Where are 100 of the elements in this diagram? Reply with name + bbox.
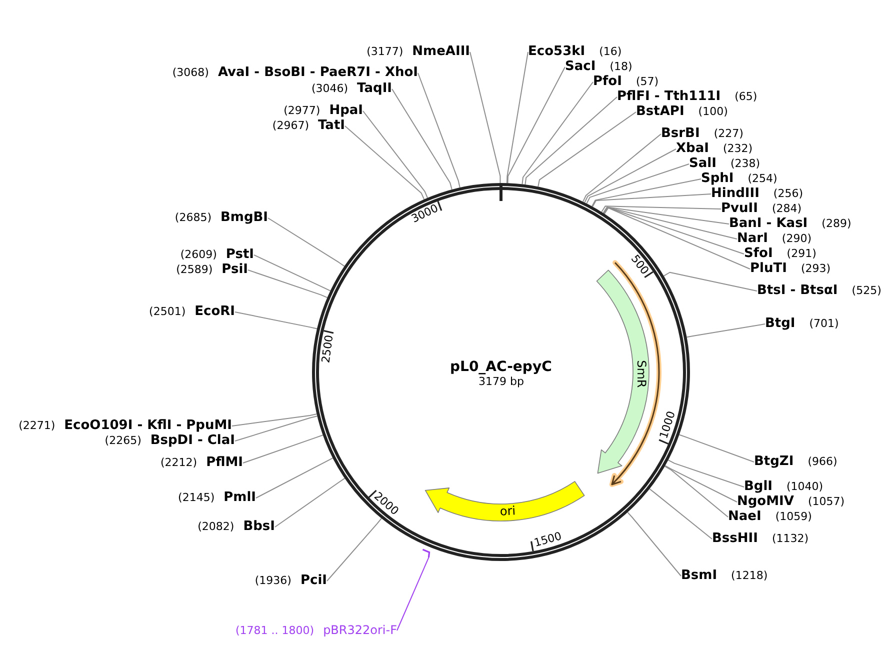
leader-line — [234, 312, 318, 330]
leader-line — [248, 270, 328, 298]
leader-line — [507, 66, 566, 184]
plasmid-length: 3179 bp — [478, 376, 524, 388]
cut-site-position: (232) — [722, 142, 753, 156]
leader-line — [603, 207, 744, 254]
cut-site-position: (2082) — [198, 520, 234, 534]
leader-line — [686, 324, 766, 338]
cut-site-position: (238) — [730, 157, 760, 171]
leader-line — [604, 207, 750, 270]
cut-site-position: (525) — [852, 284, 882, 298]
enzyme-name: BsmI — [681, 569, 718, 583]
scale-label: 3000 — [410, 202, 440, 226]
leader-line — [663, 272, 758, 292]
scale-label: 1500 — [533, 530, 564, 550]
cut-site-position: (291) — [786, 247, 816, 261]
leader-line — [602, 206, 730, 224]
enzyme-name: TaqII — [357, 82, 392, 96]
enzyme-name: BtgZI — [754, 455, 794, 469]
cut-site-position: (3177) — [366, 45, 404, 59]
enzyme-name: NarI — [737, 232, 768, 246]
enzyme-name: Eco53kI — [528, 45, 586, 59]
cut-site-position: (1059) — [775, 510, 812, 524]
enzyme-name: TatI — [318, 119, 345, 133]
leader-line — [582, 134, 662, 202]
cut-site-position: (65) — [734, 90, 758, 104]
enzyme-name: XbaI — [676, 142, 709, 156]
enzyme-name: BbsI — [243, 520, 275, 534]
enzyme-name: BglI — [744, 480, 773, 494]
enzyme-name: SfoI — [744, 247, 773, 261]
leader-line — [470, 52, 501, 184]
enzyme-name: BspDI - ClaI — [150, 434, 235, 448]
enzyme-name: PluTI — [750, 262, 787, 276]
leader-line — [242, 434, 324, 464]
cut-site-position: (16) — [599, 45, 622, 59]
cut-site-position: (3068) — [172, 66, 209, 80]
plasmid-name: pL0_AC-epyC — [450, 359, 552, 376]
enzyme-name: NgoMIV — [737, 495, 794, 509]
enzyme-name: BanI - KasI — [729, 217, 808, 231]
enzyme-name: SacI — [565, 60, 596, 74]
cut-site-position: (3046) — [311, 82, 348, 96]
cut-site-position: (289) — [822, 217, 852, 231]
enzyme-name: PvuII — [721, 202, 758, 216]
leader-line — [538, 112, 636, 188]
cut-site-position: (2271) — [18, 419, 56, 433]
cut-site-position: (1057) — [808, 495, 845, 509]
cut-site-position: (701) — [809, 317, 839, 331]
cut-site-position: (1218) — [731, 569, 768, 583]
enzyme-name: EcoO109I - KflI - PpuMI — [64, 419, 232, 433]
leader-line — [506, 52, 528, 184]
primer-position: (1781 .. 1800) — [236, 624, 314, 638]
enzyme-name: NaeI — [728, 510, 762, 524]
cut-site-position: (2501) — [149, 305, 186, 319]
cut-site-position: (284) — [772, 202, 802, 216]
leader-line — [254, 254, 331, 292]
enzyme-name: PsiI — [222, 263, 248, 277]
leader-line — [522, 82, 594, 185]
feature-label: SmR — [634, 360, 648, 388]
cut-site-position: (1132) — [772, 532, 809, 546]
enzyme-name: EcoRI — [194, 305, 235, 319]
cut-site-position: (1040) — [786, 480, 824, 494]
cut-site-position: (254) — [748, 172, 778, 186]
leader-line — [234, 416, 318, 442]
cut-site-position: (966) — [808, 455, 838, 469]
cut-site-position: (18) — [610, 60, 632, 74]
leader-line — [392, 88, 452, 190]
enzyme-name: BtsI - BtsαI — [757, 284, 838, 298]
cut-site-position: (2685) — [174, 211, 212, 225]
cut-site-position: (2145) — [178, 491, 215, 505]
leader-line — [592, 194, 712, 208]
leader-line — [591, 178, 702, 207]
enzyme-name: BmgBI — [220, 211, 268, 225]
cut-site-position: (2977) — [284, 104, 320, 118]
leader-line — [668, 460, 744, 488]
enzyme-name: PflMI — [206, 456, 243, 470]
leader-line — [268, 218, 345, 267]
enzyme-name: HpaI — [329, 104, 363, 118]
cut-site-position: (2967) — [272, 119, 309, 133]
leader-line — [649, 488, 712, 540]
enzyme-name: BtgI — [765, 317, 796, 331]
scale-label: 2500 — [320, 334, 336, 364]
enzyme-name: NmeAIII — [412, 45, 470, 59]
cut-site-position: (100) — [698, 105, 728, 119]
leader-line — [584, 148, 676, 204]
cut-site-position: (2265) — [104, 434, 142, 448]
leader-line — [274, 478, 346, 528]
leader-line — [664, 466, 728, 518]
leader-line — [524, 96, 618, 186]
cut-site-position: (57) — [636, 75, 659, 89]
leader-line — [362, 110, 428, 198]
leader-line — [586, 164, 690, 204]
enzyme-name: PstI — [226, 248, 254, 262]
cut-site-position: (293) — [800, 262, 831, 276]
enzyme-name: BssHII — [712, 532, 758, 546]
enzyme-name: BsrBI — [661, 127, 700, 141]
leader-line — [344, 126, 425, 200]
primer-name: pBR322ori-F — [323, 623, 397, 637]
enzyme-name: PmlI — [224, 491, 256, 505]
leader-line — [603, 206, 738, 240]
leader-line — [418, 72, 460, 188]
